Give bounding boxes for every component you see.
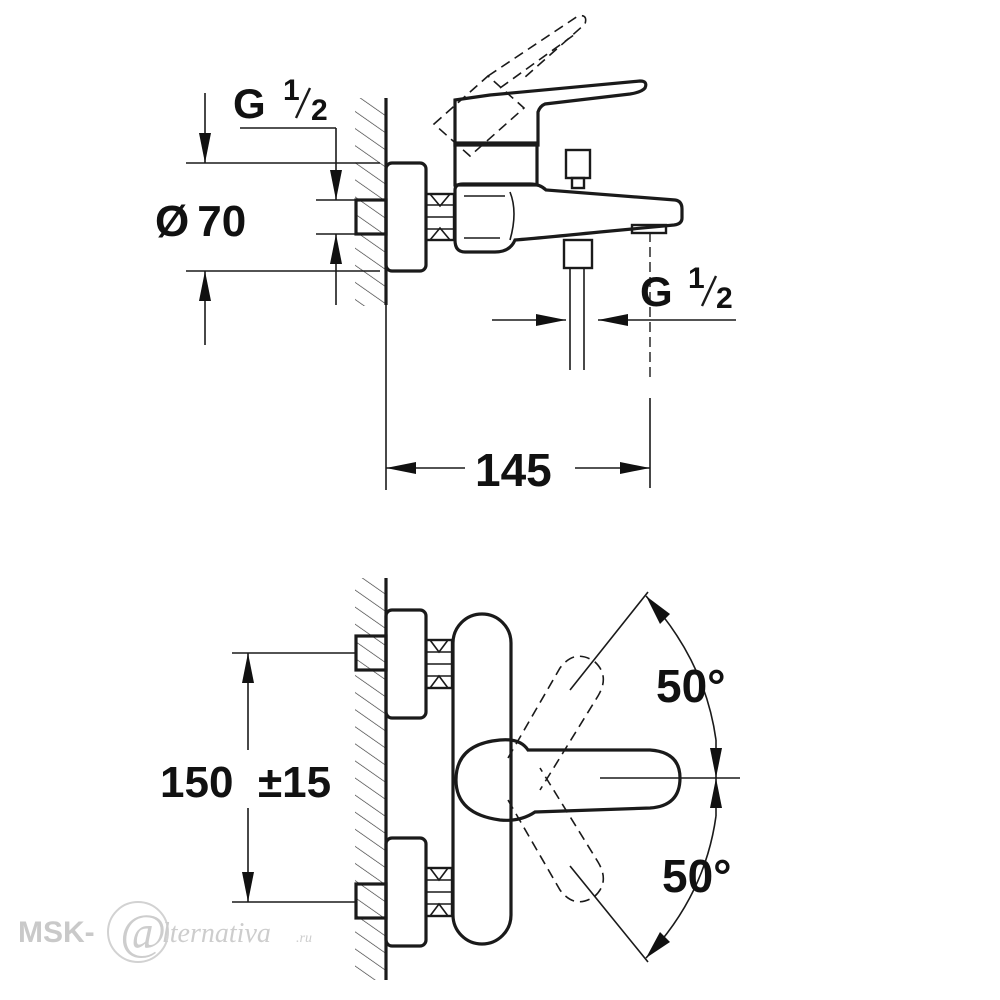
dimension-projection: 145 [386,444,650,496]
front-view: 50° 50° 150 ±15 [160,578,740,980]
outlet-thread-numerator: 1 [688,262,705,295]
watermark-prefix: MSK- [18,916,95,949]
hex-connector-lower [424,866,454,918]
cartridge-housing [453,141,539,187]
spout-aerator [630,223,668,235]
shower-outlet [562,238,594,370]
hex-connector [424,192,456,242]
lever-alt-position [432,14,587,158]
wall-hatch-top [355,98,385,306]
angle-up-label: 50° [656,660,726,712]
centers-label: 150 [160,758,233,807]
rosette-upper [384,608,428,720]
outlet-thread-denominator: 2 [716,282,733,315]
wall-hatch-bottom [355,578,385,980]
projection-label: 145 [475,444,552,496]
hex-connector-upper [424,638,454,690]
rosette [384,161,428,273]
dimension-centers: 150 ±15 [160,652,356,903]
centers-tolerance: ±15 [258,758,331,807]
angle-down-label: 50° [662,850,732,902]
inlet-thread-label: G [233,80,266,127]
dimension-outlet-thread: G 1 2 [492,262,736,326]
watermark-at: @ [120,903,166,959]
outlet-thread-label: G [640,268,673,315]
rosette-lower [384,836,428,948]
diverter-knob [564,148,592,190]
watermark: MSK- @ lternativa .ru [18,901,312,963]
lever-alt-positions-front [507,655,605,903]
mixer-body [453,182,684,254]
lever-handle [453,79,648,147]
inlet-stub-lower [354,882,388,920]
inlet-thread-numerator: 1 [283,74,300,107]
lever-handle-front [454,738,682,822]
watermark-tld: .ru [296,931,312,946]
watermark-suffix: lternativa [162,918,271,949]
dimension-inlet-thread: G 1 2 [233,74,356,305]
inlet-stub [354,198,388,236]
inlet-thread-denominator: 2 [311,94,328,127]
mixer-body-front [451,612,513,946]
